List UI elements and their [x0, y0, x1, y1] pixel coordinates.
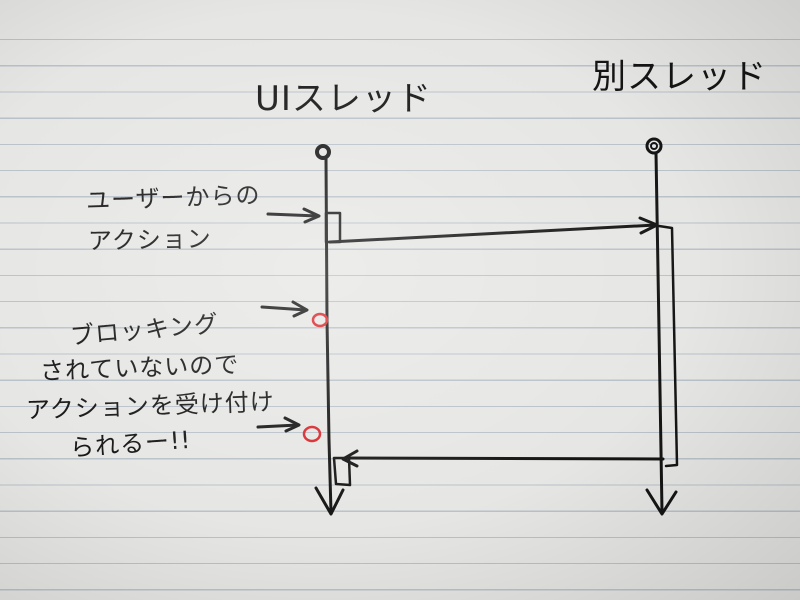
user-action-note-line1: ユーザーからの: [85, 180, 261, 216]
ui-thread-title: UIスレッド: [255, 79, 432, 119]
accepted-marker-icon-1: [311, 312, 329, 328]
action-accepted-pointer-arrow-1: [260, 305, 308, 312]
other-activation-box: [657, 224, 679, 468]
nonblocking-note-line2: されていないので: [39, 350, 240, 386]
other-thread-lifeline: [654, 151, 664, 514]
user-action-note-line2: アクション: [87, 224, 213, 256]
ui-activation-box: [324, 211, 342, 244]
other-thread-title: 別スレッド: [592, 57, 767, 97]
return-arrow: [343, 456, 665, 461]
ui-end-activation-box: [332, 456, 352, 487]
other-thread-end-arrow: [645, 488, 678, 516]
action-accepted-pointer-arrow-2: [256, 423, 300, 429]
async-call-arrow: [328, 223, 658, 244]
ui-thread-lifeline: [324, 156, 333, 514]
accepted-marker-icon-2: [302, 425, 322, 443]
user-action-pointer-arrow: [266, 212, 320, 218]
other-thread-start-node: [645, 137, 663, 155]
ui-thread-end-arrow: [314, 486, 345, 516]
ui-thread-start-node: [315, 144, 331, 160]
